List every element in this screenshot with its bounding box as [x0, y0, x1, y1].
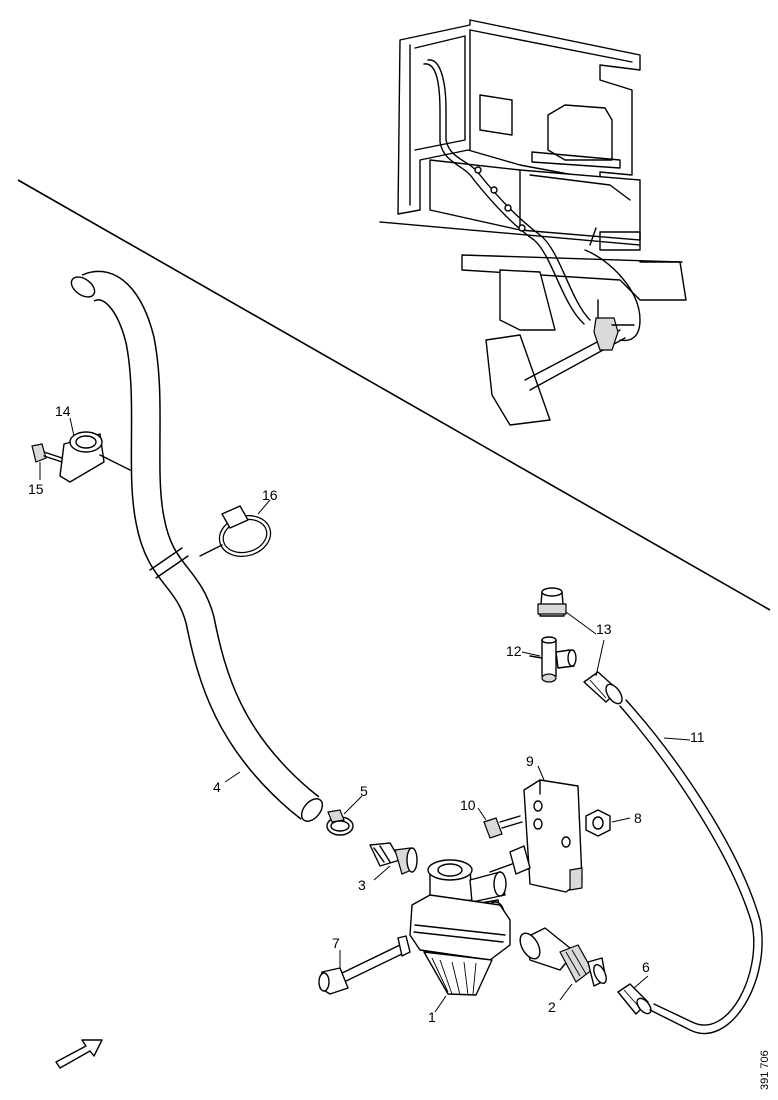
vehicle-location-inset — [379, 19, 687, 426]
adapter-part-13-side — [583, 671, 623, 705]
hose-fitting-part-3 — [369, 842, 418, 875]
figure-reference-number: 391 706 — [759, 1050, 771, 1090]
callout-5: 5 — [360, 783, 368, 799]
callout-12: 12 — [506, 643, 522, 659]
nut-part-8 — [585, 809, 611, 837]
clamp-part-16 — [199, 505, 272, 557]
hose-part-4 — [70, 270, 324, 822]
callout-1: 1 — [428, 1009, 436, 1025]
callout-3: 3 — [358, 877, 366, 893]
callout-7: 7 — [332, 935, 340, 951]
callout-11: 11 — [690, 729, 705, 745]
callout-2: 2 — [548, 999, 556, 1015]
callout-16: 16 — [262, 487, 278, 503]
hose-clamp-part-5 — [326, 809, 354, 836]
connector-part-2 — [519, 927, 607, 987]
callout-6: 6 — [642, 959, 650, 975]
arrow-up-right-icon — [55, 1039, 103, 1069]
bolt-part-15 — [31, 443, 63, 463]
tee-fitting-part-12 — [529, 636, 577, 683]
callout-labels: 1 2 3 4 5 6 7 8 9 10 11 12 13 14 15 16 — [28, 403, 705, 1025]
fitting-part-6 — [617, 983, 652, 1015]
callout-13: 13 — [596, 621, 612, 637]
leader-lines — [39, 417, 691, 1013]
bolt-part-7 — [318, 935, 411, 995]
callout-14: 14 — [55, 403, 71, 419]
screw-part-10 — [483, 815, 523, 839]
bracket-part-9 — [489, 779, 583, 893]
pipe-part-11 — [619, 699, 763, 1035]
callout-9: 9 — [526, 753, 534, 769]
inset-separator-line — [17, 179, 771, 611]
callout-4: 4 — [213, 779, 221, 795]
callout-15: 15 — [28, 481, 44, 497]
valve-part-1 — [409, 859, 511, 996]
callout-10: 10 — [460, 797, 476, 813]
adapter-part-13-top — [537, 587, 567, 617]
hose-clip-part-14 — [59, 431, 131, 483]
callout-8: 8 — [634, 810, 642, 826]
